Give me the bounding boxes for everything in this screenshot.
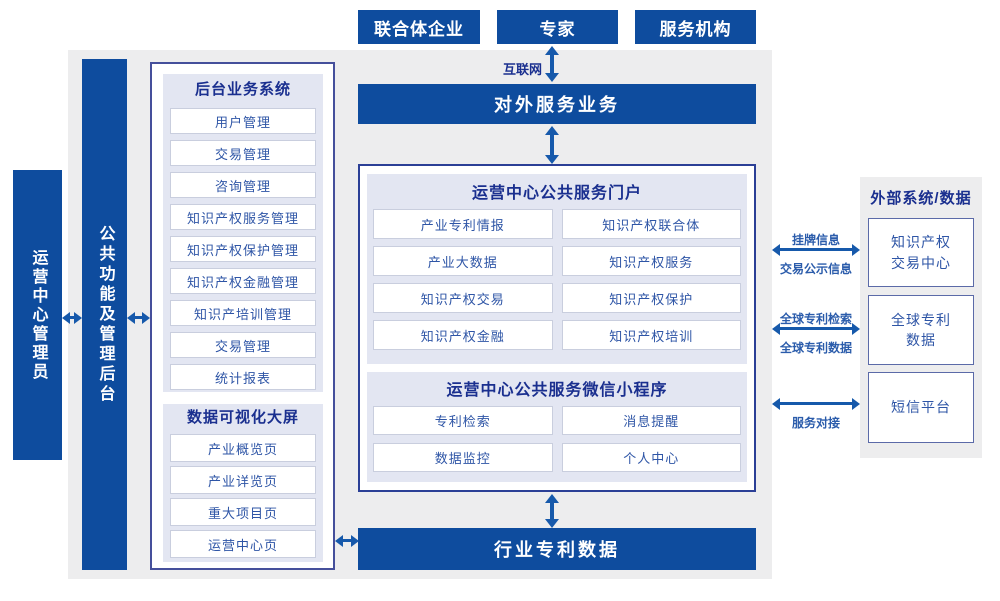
portal-item: 产业专利情报: [373, 209, 553, 239]
dataviz-item: 运营中心页: [170, 530, 316, 558]
dataviz-item: 重大项目页: [170, 498, 316, 526]
backend-item: 交易管理: [170, 332, 316, 358]
miniapp-item: 专利检索: [373, 406, 553, 435]
portal-items-grid: 产业专利情报 知识产权联合体 产业大数据 知识产权服务 知识产权交易 知识产权保…: [373, 209, 741, 350]
actor-experts: 专家: [497, 10, 618, 44]
actor-consortium-enterprises: 联合体企业: [358, 10, 480, 44]
dataviz-item: 产业详览页: [170, 466, 316, 494]
link-label-listing-info: 挂牌信息: [791, 233, 840, 247]
external-system-global-patent-data: 全球专利 数据: [868, 295, 974, 365]
link-label-service-connection: 服务对接: [791, 416, 840, 430]
dataviz-section-title: 数据可视化大屏: [186, 409, 299, 426]
backend-item: 知识产培训管理: [170, 300, 316, 326]
public-function-admin-backend-bar: 公共功能及管理后台: [82, 59, 127, 570]
external-systems-panel: 外部系统/数据 知识产权 交易中心 全球专利 数据 短信平台: [860, 177, 982, 458]
backend-item: 用户管理: [170, 108, 316, 134]
dataviz-item: 产业概览页: [170, 434, 316, 462]
portal-section: 运营中心公共服务门户 产业专利情报 知识产权联合体 产业大数据 知识产权服务 知…: [367, 174, 747, 364]
link-label-trade-publicity-info: 交易公示信息: [779, 262, 852, 276]
portal-item: 知识产权联合体: [561, 209, 741, 239]
backend-item: 交易管理: [170, 140, 316, 166]
portal-item: 知识产权服务: [561, 246, 741, 276]
arrow-public-bar-to-backend: [135, 316, 142, 319]
link-label-global-patent-search: 全球专利检索: [779, 312, 852, 326]
backend-section: 后台业务系统 用户管理 交易管理 咨询管理 知识产权服务管理 知识产权保护管理 …: [163, 74, 323, 392]
arrow-service-to-portal: [550, 135, 554, 155]
dataviz-section: 数据可视化大屏 产业概览页 产业详览页 重大项目页 运营中心页: [163, 404, 323, 562]
external-systems-title: 外部系统/数据: [870, 190, 972, 207]
arrow-ip-trading-center: [780, 248, 852, 251]
portal-item: 知识产权交易: [373, 283, 553, 313]
backend-item: 知识产权金融管理: [170, 268, 316, 294]
arrow-sms-platform: [780, 402, 852, 405]
backend-container: 后台业务系统 用户管理 交易管理 咨询管理 知识产权服务管理 知识产权保护管理 …: [150, 62, 335, 570]
arrow-internet-vertical: [550, 55, 554, 73]
arrow-portal-to-patent-data: [550, 503, 554, 519]
miniapp-section: 运营中心公共服务微信小程序 专利检索 消息提醒 数据监控 个人中心: [367, 372, 747, 482]
portal-item: 知识产权保护: [561, 283, 741, 313]
backend-item: 知识产权保护管理: [170, 236, 316, 262]
external-system-ip-trading-center: 知识产权 交易中心: [868, 218, 974, 287]
miniapp-item: 数据监控: [373, 443, 553, 472]
arrow-dataviz-to-patent-data: [343, 539, 351, 542]
portal-item: 产业大数据: [373, 246, 553, 276]
external-system-sms-platform: 短信平台: [868, 372, 974, 443]
arrow-admin-to-public-bar: [70, 316, 74, 319]
portal-item: 知识产权培训: [561, 320, 741, 350]
portal-section-title: 运营中心公共服务门户: [471, 185, 642, 202]
backend-item: 统计报表: [170, 364, 316, 390]
miniapp-item: 个人中心: [561, 443, 741, 472]
industry-patent-data-bar: 行业专利数据: [358, 528, 756, 570]
actor-service-organizations: 服务机构: [635, 10, 756, 44]
miniapp-section-title: 运营中心公共服务微信小程序: [446, 382, 668, 399]
miniapp-item: 消息提醒: [561, 406, 741, 435]
miniapp-items-grid: 专利检索 消息提醒 数据监控 个人中心: [373, 406, 741, 472]
operation-center-admin-box: 运营中心管理员: [13, 170, 62, 460]
portal-item: 知识产权金融: [373, 320, 553, 350]
external-service-bar: 对外服务业务: [358, 84, 756, 124]
backend-item: 知识产权服务管理: [170, 204, 316, 230]
internet-label: 互联网: [502, 62, 542, 77]
link-label-global-patent-data: 全球专利数据: [779, 341, 852, 355]
backend-item: 咨询管理: [170, 172, 316, 198]
arrow-global-patent-data: [780, 327, 852, 330]
portal-container: 运营中心公共服务门户 产业专利情报 知识产权联合体 产业大数据 知识产权服务 知…: [358, 164, 756, 492]
backend-section-title: 后台业务系统: [194, 81, 291, 98]
